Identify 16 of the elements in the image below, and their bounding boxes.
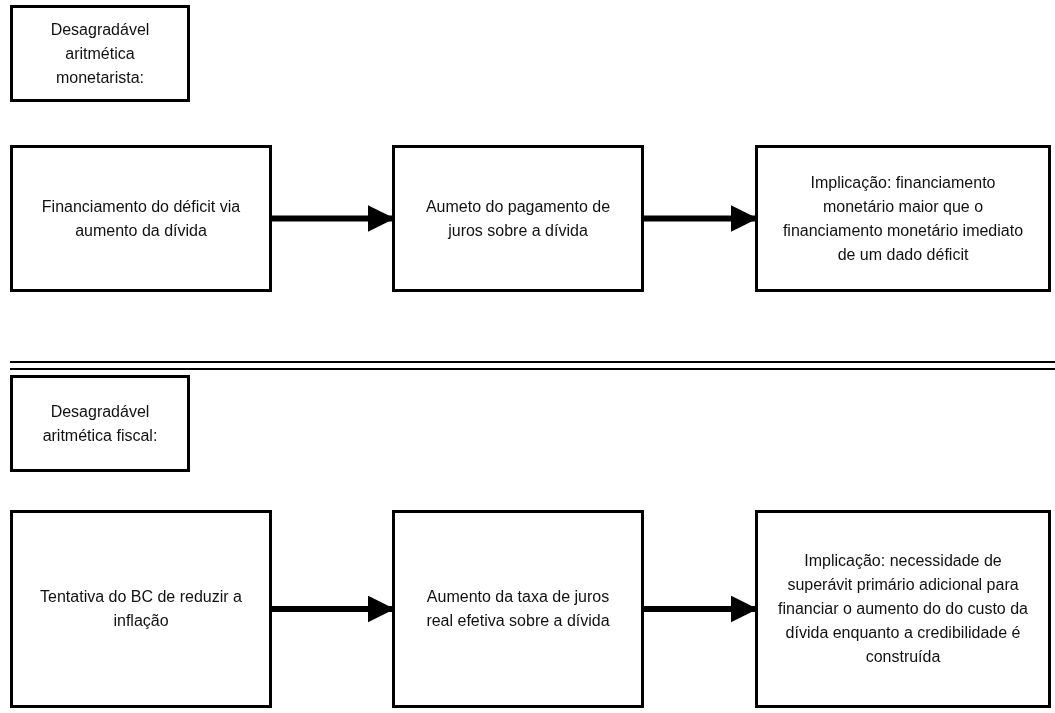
text-box	[10, 5, 190, 102]
text-box	[755, 510, 1051, 708]
box-text: Implicação: financiamento monetário maior que o financiamento monetário imediato de um dado déficit	[781, 172, 1025, 265]
box-text: Financiamento do déficit via aumento da dívida	[40, 196, 242, 241]
text-box	[392, 510, 644, 708]
box-text: Aumento da taxa de juros real efetiva sobre a dívida	[425, 587, 611, 631]
box-text: Tentativa do BC de reduzir a inflação	[39, 587, 243, 631]
box-text: Aumeto do pagamento de juros sobre a dívida	[424, 196, 612, 241]
box-text: Desagradável aritmética monetarista:	[49, 19, 151, 88]
text-box	[10, 510, 272, 708]
box-text: Desagradável aritmética fiscal:	[41, 401, 159, 446]
text-box	[10, 145, 272, 292]
text-box	[392, 145, 644, 292]
box-text: Implicação: necessidade de superávit primário adicional para financiar o aumento do do custo da dívida enquanto a credibilidade é construída	[778, 551, 1028, 667]
text-box	[10, 375, 190, 472]
text-box	[755, 145, 1051, 292]
